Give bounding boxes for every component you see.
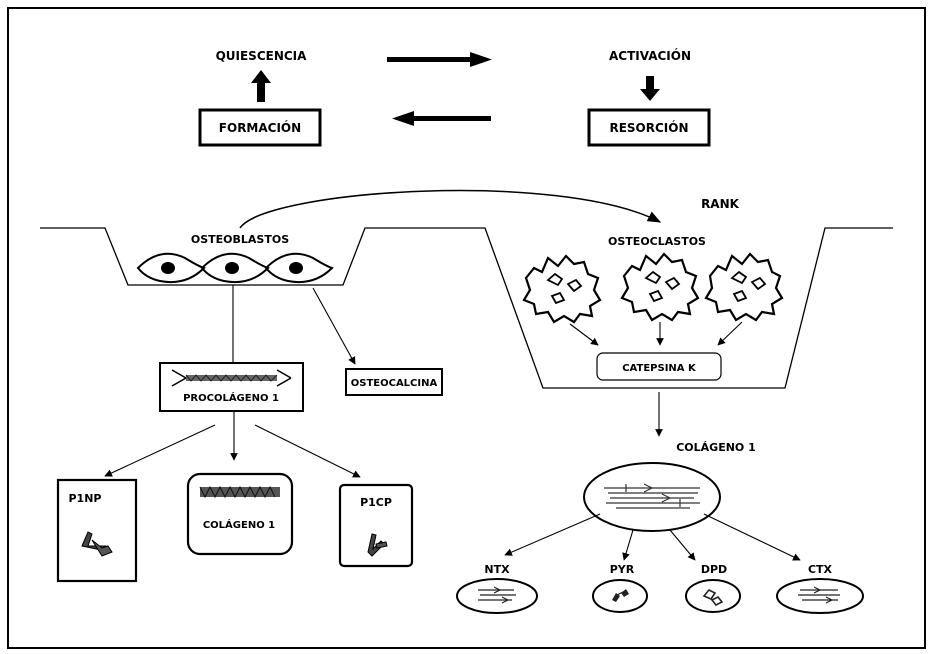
resorcion-label: RESORCIÓN bbox=[609, 120, 688, 135]
colageno-left-label: COLÁGENO 1 bbox=[203, 518, 275, 531]
procollagen-fiber-icon bbox=[171, 369, 292, 387]
ctx-crosslink-icon bbox=[798, 586, 840, 604]
resorcion-box: RESORCIÓN bbox=[587, 108, 711, 147]
pyr-ellipse bbox=[592, 579, 648, 613]
ntx-crosslink-icon bbox=[478, 586, 516, 604]
quiescencia-label: QUIESCENCIA bbox=[216, 49, 308, 63]
rank-label: RANK bbox=[701, 197, 740, 211]
dpd-ellipse bbox=[685, 579, 741, 613]
catepsina-label: CATEPSINA K bbox=[622, 363, 697, 374]
dpd-molecule-icon bbox=[702, 589, 724, 607]
osteoclast-cells bbox=[522, 252, 784, 324]
arrow-colageno-to-pyr bbox=[622, 529, 634, 561]
p1cp-fragment-icon bbox=[367, 533, 388, 557]
ctx-ellipse bbox=[776, 578, 864, 614]
p1np-label: P1NP bbox=[69, 492, 102, 505]
arrow-osteoclast-to-catepsina bbox=[717, 321, 743, 346]
outer-frame bbox=[7, 7, 926, 649]
collagen-fiber-icon bbox=[199, 485, 280, 499]
colageno-box-left: COLÁGENO 1 bbox=[186, 472, 294, 556]
osteoclast-cell bbox=[704, 252, 784, 322]
activacion-label: ACTIVACIÓN bbox=[609, 48, 691, 63]
osteocalcina-label: OSTEOCALCINA bbox=[351, 378, 438, 389]
osteoblast-cells bbox=[136, 252, 334, 284]
formacion-box: FORMACIÓN bbox=[198, 108, 322, 147]
ctx-label: CTX bbox=[808, 563, 833, 576]
osteocalcina-box: OSTEOCALCINA bbox=[345, 368, 443, 396]
ntx-ellipse bbox=[456, 578, 538, 614]
p1cp-label: P1CP bbox=[360, 496, 392, 509]
formacion-label: FORMACIÓN bbox=[219, 120, 301, 135]
catepsina-box: CATEPSINA K bbox=[596, 352, 722, 381]
ntx-label: NTX bbox=[484, 563, 510, 576]
collagen-crosslink-icon bbox=[604, 483, 700, 509]
arrow-colageno-to-dpd bbox=[669, 529, 696, 561]
osteoblast-cell bbox=[200, 252, 270, 284]
arrow-colageno-to-ctx bbox=[703, 513, 801, 561]
colageno-right-label: COLÁGENO 1 bbox=[676, 441, 756, 454]
arrow-quiescencia-to-activacion bbox=[387, 52, 492, 67]
rank-curved-arrow bbox=[239, 189, 662, 229]
arrow-osteoclast-to-catepsina bbox=[569, 323, 599, 346]
procolageno-label: PROCOLÁGENO 1 bbox=[183, 391, 279, 404]
arrow-procolageno-to-p1np bbox=[104, 424, 216, 477]
osteoblast-cell bbox=[136, 252, 206, 284]
p1np-fragment-icon bbox=[81, 531, 113, 557]
osteoclast-cell bbox=[620, 252, 700, 322]
osteoclast-cell bbox=[522, 254, 602, 324]
p1cp-box: P1CP bbox=[338, 483, 414, 568]
arrow-formacion-to-quiescencia bbox=[251, 70, 271, 102]
collagen-fragments-ellipse bbox=[583, 462, 721, 532]
pyr-molecule-icon bbox=[612, 589, 629, 602]
arrow-resorcion-to-formacion bbox=[392, 111, 491, 126]
arrow-procolageno-to-p1cp bbox=[254, 424, 361, 478]
pyr-label: PYR bbox=[610, 563, 635, 576]
osteoclastos-label: OSTEOCLASTOS bbox=[608, 235, 706, 248]
bone-surface-line bbox=[40, 227, 893, 389]
arrow-activacion-to-resorcion bbox=[640, 76, 660, 101]
osteoblastos-label: OSTEOBLASTOS bbox=[191, 233, 289, 246]
procolageno-box: PROCOLÁGENO 1 bbox=[159, 362, 304, 412]
dpd-label: DPD bbox=[701, 563, 727, 576]
arrow-osteoblasts-to-osteocalcina bbox=[312, 287, 356, 365]
p1np-box: P1NP bbox=[56, 478, 138, 583]
arrow-colageno-to-ntx bbox=[504, 513, 601, 556]
osteoblast-cell bbox=[264, 252, 334, 284]
